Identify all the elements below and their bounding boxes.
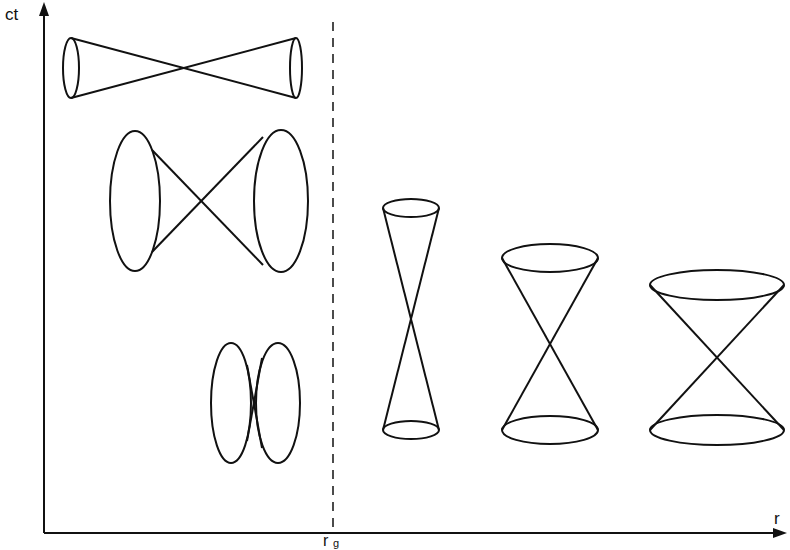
light-cone [110,130,308,272]
axis-label: r [323,533,328,549]
horizon-line [332,22,334,530]
light-cone [383,199,439,439]
light-cone [63,38,302,98]
r-axis [44,532,780,534]
light-cone [650,270,784,445]
axis-label: ct [5,6,18,23]
light-cone [211,343,300,463]
axis-label-subscript: g [333,538,339,549]
axis-label: r [774,510,780,527]
axis-arrowhead [773,528,787,538]
light-cone [502,244,598,444]
axis-arrowhead [39,2,49,16]
ct-axis [43,8,45,533]
